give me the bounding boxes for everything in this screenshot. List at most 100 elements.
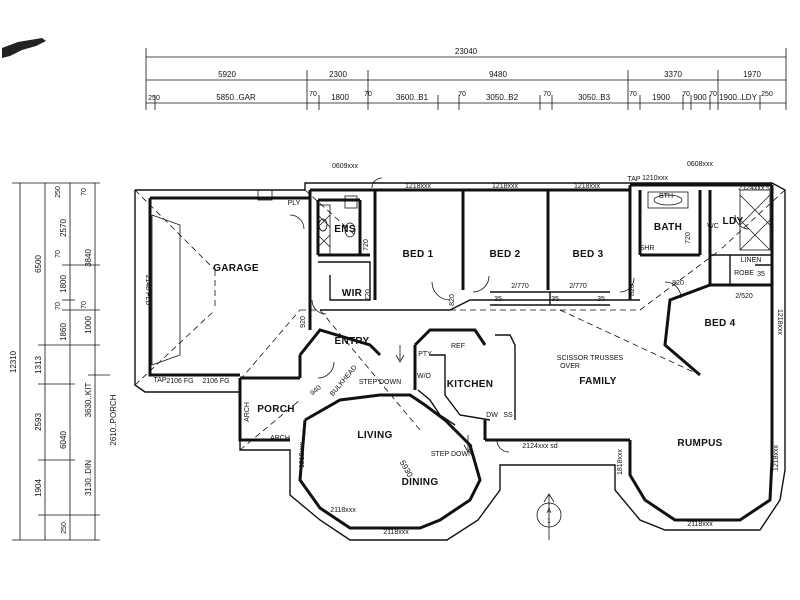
north-arrow-icon (536, 493, 562, 540)
appliance-ref: REF (451, 343, 465, 350)
dim-left-a4: 1904 (34, 479, 43, 497)
room-linen: LINEN (741, 257, 762, 264)
room-bath: BATH (654, 222, 682, 233)
room-kitchen: KITCHEN (447, 379, 494, 390)
label-window-fg-2: 2106 FG (202, 378, 229, 385)
dim-bottom-row-8: 3050..B2 (486, 93, 519, 102)
note-step-down-entry: STEP DOWN (359, 379, 401, 386)
label-window-rumpus-side: 1218xxx (773, 444, 780, 471)
dim-left-small-3: 70 (55, 302, 62, 310)
left-dimension-lines (12, 182, 110, 541)
room-shower: SHR (640, 245, 655, 252)
appliance-sink: SS (503, 412, 513, 419)
note-tap-garage: TAP (153, 377, 166, 384)
roof-outline (134, 182, 786, 541)
dim-bottom-row-3: 70 (309, 91, 317, 98)
dim-left-b4: 6040 (59, 431, 68, 449)
dim-left-b5: 250 (61, 522, 68, 534)
label-window-bed1: 1218xxx (405, 183, 432, 190)
dim-overall-width: 23040 (455, 47, 478, 56)
label-window-dining-2: 2118xxx (383, 529, 409, 536)
dim-left-a2: 1313 (34, 356, 43, 374)
dim-bottom-row-12: 1900 (652, 93, 670, 102)
room-bed-1: BED 1 (403, 249, 434, 260)
dim-bottom-row-13: 70 (682, 91, 690, 98)
note-bulkhead: BULKHEAD (329, 364, 359, 397)
dim-bottom-row-4: 1800 (331, 93, 349, 102)
appliance-wall-oven: W/O (417, 373, 432, 380)
label-robe-bed4-size: 2/520 (735, 293, 753, 300)
dim-left-small-1: 250 (55, 186, 62, 198)
room-entry: ENTRY (334, 336, 369, 347)
step-down-arrows (395, 345, 473, 453)
room-laundry: LDY (723, 216, 744, 227)
dim-left-small-4: 70 (81, 188, 88, 196)
wet-area-hatching (317, 189, 771, 256)
label-window-rumpus-left: 1818xxx (617, 448, 624, 475)
label-window-dining-1: 2118xxx (330, 507, 356, 514)
label-window-ens: 0609xxx (332, 163, 359, 170)
dim-left-c1: 3840 (84, 249, 93, 267)
dim-left-a1: 6500 (34, 255, 43, 273)
room-garage: GARAGE (213, 263, 259, 274)
label-920: 920 (300, 316, 307, 328)
label-door-bath: 720 (685, 232, 692, 244)
dim-bottom-row-11: 70 (629, 91, 637, 98)
dim-bottom-row-16: 1900..LDY (719, 93, 757, 102)
room-porch: PORCH (257, 404, 295, 415)
label-door-bed3: 820 (629, 284, 636, 296)
room-pantry: PTY (418, 351, 432, 358)
label-door-family: 2124xxx sd (522, 443, 558, 450)
garage-detail (151, 189, 273, 366)
dim-left-b1: 2570 (59, 219, 68, 237)
dim-bottom-row-17: 250 (761, 91, 773, 98)
label-window-fg-1: 2106 FG (166, 378, 193, 385)
dim-left-b3: 1860 (59, 323, 68, 341)
dim-left-small-5: 70 (81, 301, 88, 309)
top-dimension-lines (145, 48, 787, 110)
dim-bottom-row-5: 70 (364, 91, 372, 98)
dim-bottom-row-9: 70 (543, 91, 551, 98)
label-door-wir: 720 (365, 289, 372, 301)
dim-bottom-row-1: 250 (148, 95, 160, 102)
dim-bottom-row-14: 900 (693, 93, 707, 102)
room-dining: DINING (402, 477, 439, 488)
label-door-bed4: 820 (672, 280, 684, 287)
label-940: 940 (309, 384, 323, 397)
scan-smudge (2, 38, 46, 58)
dim-porch: 2610..PORCH (109, 394, 118, 445)
note-arch-front: ARCH (270, 435, 290, 442)
dim-bottom-row-6: 3600..B1 (396, 93, 429, 102)
label-robe-bed3: 2/770 (569, 283, 587, 290)
dim-left-c3: 3630..KIT (84, 383, 93, 418)
label-door-ens: 720 (363, 239, 370, 251)
label-window-bath: 1210xxx (642, 175, 669, 182)
dim-top-1: 5920 (218, 70, 236, 79)
label-depth-2: 35 (597, 296, 605, 303)
room-wir: WIR (342, 288, 363, 299)
dim-left-a3: 2593 (34, 413, 43, 431)
dim-bottom-row-7: 70 (458, 91, 466, 98)
room-rumpus: RUMPUS (677, 438, 722, 449)
room-bed-3: BED 3 (573, 249, 604, 260)
room-ensuite: ENS (334, 224, 355, 235)
dim-left-small-2: 70 (55, 250, 62, 258)
note-arch-side: ARCH (244, 402, 251, 422)
dim-left-c2: 1000 (84, 316, 93, 334)
note-step-down-dining: STEP DOWN (431, 451, 473, 458)
label-window-bed4: 1218xxx (776, 309, 783, 336)
dim-bottom-row-15: 70 (709, 91, 717, 98)
dim-top-5: 1970 (743, 70, 761, 79)
room-wc: WC (707, 223, 719, 230)
label-window-wc: 0608xxx (687, 161, 714, 168)
label-depth-1: 35 (494, 296, 502, 303)
room-robe-bed4: ROBE (734, 270, 754, 277)
dim-left-b2: 1800 (59, 275, 68, 293)
room-living: LIVING (357, 430, 392, 441)
note-over: OVER (560, 363, 580, 370)
fixture-bath-tub: BTH (659, 193, 673, 200)
north-arrow-number: 1 (547, 518, 551, 525)
label-depth-4: 35 (551, 296, 559, 303)
